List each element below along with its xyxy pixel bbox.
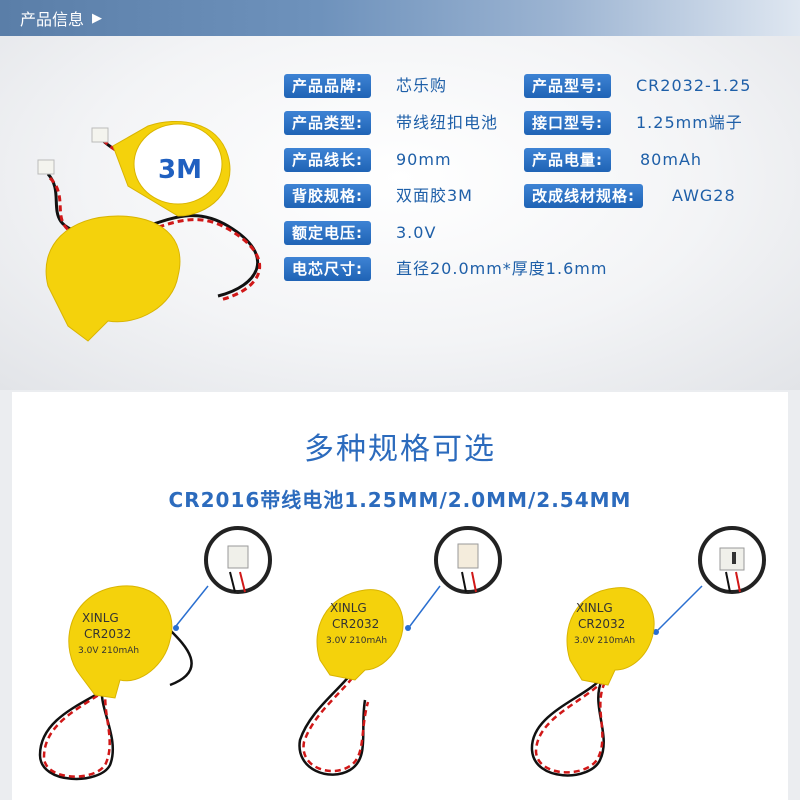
spec-panel: 3M 产品品牌: 芯乐购 产品型号: CR2032-1.25 产品类型: 带线纽… (0, 36, 800, 390)
play-arrow-icon: ▶ (92, 10, 103, 26)
size-label: 电芯尺寸: (284, 257, 371, 281)
battery-1-model: CR2032 (84, 627, 131, 641)
voltage-value: 3.0V (396, 223, 437, 242)
size-value: 直径20.0mm*厚度1.6mm (396, 259, 608, 278)
options-subline: CR2016带线电池1.25MM/2.0MM/2.54MM (168, 488, 632, 512)
section-header: 产品信息 ▶ (0, 0, 800, 36)
battery-2-brand: XINLG (330, 601, 367, 615)
model-value: CR2032-1.25 (636, 76, 752, 95)
adhesive-mark: 3M (158, 155, 202, 185)
battery-3-brand: XINLG (576, 601, 613, 615)
model-label: 产品型号: (524, 74, 611, 98)
adhesive-label: 背胶规格: (284, 184, 371, 208)
capacity-label: 产品电量: (524, 148, 611, 172)
port-label: 接口型号: (524, 111, 611, 135)
port-value: 1.25mm端子 (636, 113, 743, 132)
battery-3-model: CR2032 (578, 617, 625, 631)
type-value: 带线纽扣电池 (396, 113, 499, 132)
section-title: 产品信息 (20, 10, 85, 29)
battery-1-brand: XINLG (82, 611, 119, 625)
wire-value: AWG28 (672, 186, 736, 205)
type-label: 产品类型: (284, 111, 371, 135)
options-headline: 多种规格可选 (304, 432, 496, 467)
wire-label: 改成线材规格: (524, 184, 643, 208)
voltage-label: 额定电压: (284, 221, 371, 245)
brand-label: 产品品牌: (284, 74, 371, 98)
adhesive-value: 双面胶3M (396, 186, 473, 205)
battery-2-model: CR2032 (332, 617, 379, 631)
battery-3-rating: 3.0V 210mAh (574, 636, 635, 646)
product-photo: 3M (37, 120, 262, 342)
battery-product-1: XINLG CR2032 3.0V 210mAh (38, 526, 272, 781)
capacity-value: 80mAh (640, 150, 703, 169)
battery-product-2: XINLG CR2032 3.0V 210mAh (298, 526, 502, 776)
length-label: 产品线长: (284, 148, 371, 172)
battery-product-3: XINLG CR2032 3.0V 210mAh (530, 526, 766, 777)
brand-value: 芯乐购 (396, 76, 448, 95)
length-value: 90mm (396, 150, 452, 169)
battery-1-rating: 3.0V 210mAh (78, 646, 139, 656)
battery-2-rating: 3.0V 210mAh (326, 636, 387, 646)
